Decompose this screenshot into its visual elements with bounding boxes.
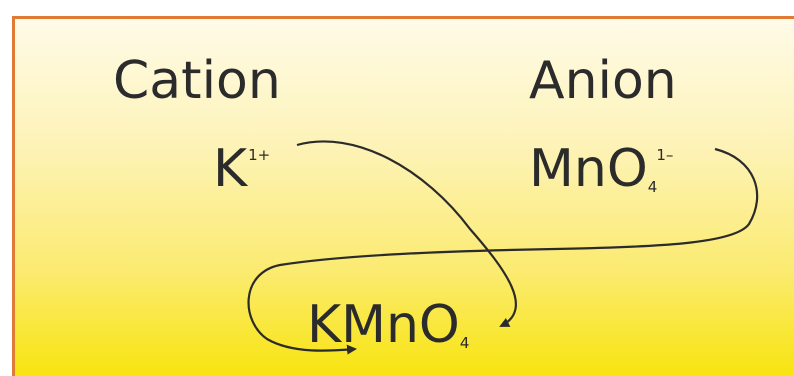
anion-arrow: [247, 147, 759, 355]
cation-symbol: K: [213, 139, 248, 199]
cation-heading: Cation: [113, 51, 281, 111]
anion-symbol: MnO: [529, 139, 648, 199]
anion-subscript: 4: [647, 178, 658, 196]
cation-arrow: [296, 140, 517, 327]
anion-charge: 1–: [656, 146, 674, 164]
product-subscript: 4: [459, 334, 470, 352]
cation-formula: K1+: [213, 143, 270, 195]
anion-formula: MnO41–: [529, 143, 675, 195]
arrows-layer: [247, 140, 759, 355]
product-symbol: KMnO: [307, 295, 460, 355]
cation-charge: 1+: [248, 146, 271, 164]
ion-combination-panel: Cation Anion K1+ MnO41– KMnO4: [12, 16, 794, 376]
anion-heading: Anion: [529, 51, 677, 111]
product-formula: KMnO4: [307, 299, 469, 351]
